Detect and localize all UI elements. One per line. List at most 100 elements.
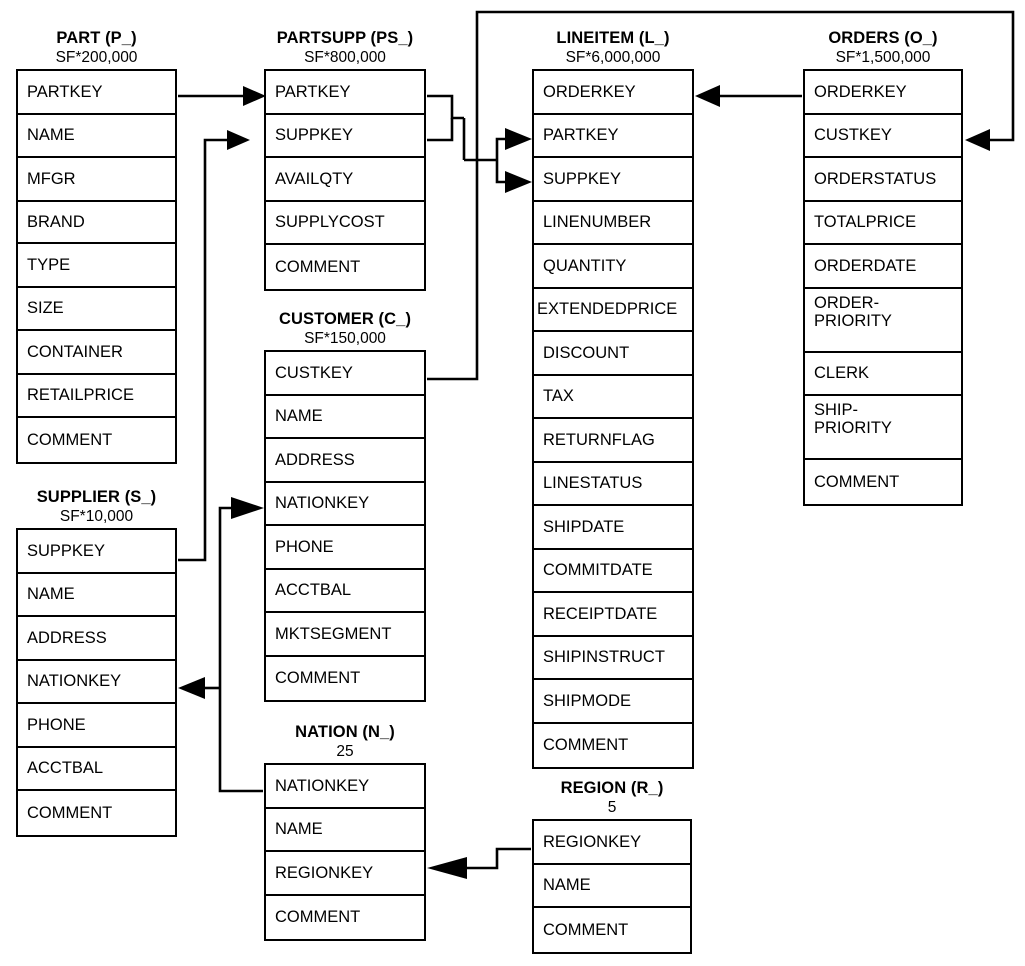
field-partsupp-supplycost[interactable]: SUPPLYCOST xyxy=(266,202,424,245)
field-lineitem-shipinstruct[interactable]: SHIPINSTRUCT xyxy=(534,637,692,680)
entity-lineitem-fields: ORDERKEY PARTKEY SUPPKEY LINENUMBER QUAN… xyxy=(532,69,694,769)
field-orders-ship-priority-line2: PRIORITY xyxy=(814,419,892,438)
entity-partsupp-fields: PARTKEY SUPPKEY AVAILQTY SUPPLYCOST COMM… xyxy=(264,69,426,291)
field-lineitem-shipdate[interactable]: SHIPDATE xyxy=(534,506,692,550)
field-region-regionkey[interactable]: REGIONKEY xyxy=(534,821,690,865)
entity-region-cardinality: 5 xyxy=(607,798,617,816)
field-nation-comment[interactable]: COMMENT xyxy=(275,908,361,927)
field-orders-comment[interactable]: COMMENT xyxy=(814,472,900,491)
field-supplier-address[interactable]: ADDRESS xyxy=(18,617,175,661)
field-lineitem-discount[interactable]: DISCOUNT xyxy=(534,332,692,376)
field-lineitem-partkey[interactable]: PARTKEY xyxy=(534,115,692,158)
field-partsupp-comment[interactable]: COMMENT xyxy=(275,257,361,276)
field-orders-order-priority-line1: ORDER- xyxy=(814,293,880,312)
field-lineitem-extendedprice[interactable]: EXTENDEDPRICE xyxy=(534,289,692,332)
entity-part-fields: PARTKEY NAME MFGR BRAND TYPE SIZE CONTAI… xyxy=(16,69,177,464)
field-nation-regionkey[interactable]: REGIONKEY xyxy=(266,852,424,896)
field-orders-ship-priority-line1: SHIP- xyxy=(814,401,859,419)
field-partsupp-partkey[interactable]: PARTKEY xyxy=(266,71,424,115)
field-part-partkey[interactable]: PARTKEY xyxy=(18,71,175,115)
field-customer-name[interactable]: NAME xyxy=(266,396,424,439)
field-nation-nationkey[interactable]: NATIONKEY xyxy=(266,765,424,809)
entity-lineitem-title: LINEITEM (L_) xyxy=(556,29,670,47)
field-orders-orderstatus[interactable]: ORDERSTATUS xyxy=(805,158,961,202)
field-customer-address[interactable]: ADDRESS xyxy=(266,439,424,483)
field-customer-nationkey[interactable]: NATIONKEY xyxy=(266,483,424,526)
field-lineitem-shipmode[interactable]: SHIPMODE xyxy=(534,680,692,724)
entity-region-fields: REGIONKEY NAME COMMENT xyxy=(532,819,692,954)
field-region-comment[interactable]: COMMENT xyxy=(543,920,629,939)
entity-part-title: PART (P_) xyxy=(56,29,137,47)
field-customer-acctbal[interactable]: ACCTBAL xyxy=(266,570,424,613)
field-part-retailprice[interactable]: RETAILPRICE xyxy=(18,375,175,418)
field-customer-mktsegment[interactable]: MKTSEGMENT xyxy=(266,613,424,657)
field-orders-clerk[interactable]: CLERK xyxy=(805,353,961,396)
entity-partsupp-caption: PARTSUPP (PS_) SF*800,000 xyxy=(264,30,426,65)
field-supplier-acctbal[interactable]: ACCTBAL xyxy=(18,748,175,791)
field-part-container[interactable]: CONTAINER xyxy=(18,331,175,375)
field-nation-name[interactable]: NAME xyxy=(266,809,424,852)
connector-region-to-nation xyxy=(427,847,531,879)
field-part-size[interactable]: SIZE xyxy=(18,288,175,331)
entity-customer-fields: CUSTKEY NAME ADDRESS NATIONKEY PHONE ACC… xyxy=(264,350,426,702)
connector-supplier-to-partsupp xyxy=(178,130,250,562)
entity-orders-cardinality: SF*1,500,000 xyxy=(835,48,931,66)
connector-orders-to-lineitem xyxy=(695,85,802,107)
field-part-type[interactable]: TYPE xyxy=(18,244,175,288)
entity-partsupp-cardinality: SF*800,000 xyxy=(304,48,386,66)
connector-nation-to-customer-supplier xyxy=(178,497,264,793)
field-part-comment[interactable]: COMMENT xyxy=(27,430,113,449)
field-customer-phone[interactable]: PHONE xyxy=(266,526,424,570)
field-orders-order-priority-line2: PRIORITY xyxy=(814,311,892,330)
field-lineitem-suppkey[interactable]: SUPPKEY xyxy=(534,158,692,202)
field-lineitem-returnflag[interactable]: RETURNFLAG xyxy=(534,419,692,463)
entity-part-cardinality: SF*200,000 xyxy=(55,48,138,66)
entity-partsupp-title: PARTSUPP (PS_) xyxy=(276,29,414,47)
field-lineitem-linenumber[interactable]: LINENUMBER xyxy=(534,202,692,245)
connector-part-to-partsupp xyxy=(178,86,266,106)
entity-nation-fields: NATIONKEY NAME REGIONKEY COMMENT xyxy=(264,763,426,941)
field-supplier-name[interactable]: NAME xyxy=(18,574,175,617)
field-customer-custkey[interactable]: CUSTKEY xyxy=(266,352,424,396)
field-customer-comment[interactable]: COMMENT xyxy=(275,669,361,688)
field-part-mfgr[interactable]: MFGR xyxy=(18,158,175,202)
field-lineitem-quantity[interactable]: QUANTITY xyxy=(534,245,692,289)
field-orders-custkey[interactable]: CUSTKEY xyxy=(805,115,961,158)
field-partsupp-suppkey[interactable]: SUPPKEY xyxy=(266,115,424,158)
entity-customer-caption: CUSTOMER (C_) SF*150,000 xyxy=(264,311,426,346)
field-lineitem-orderkey[interactable]: ORDERKEY xyxy=(534,71,692,115)
entity-region-caption: REGION (R_) 5 xyxy=(532,780,692,815)
entity-lineitem: LINEITEM (L_) SF*6,000,000 ORDERKEY PART… xyxy=(532,30,694,769)
field-lineitem-linestatus[interactable]: LINESTATUS xyxy=(534,463,692,506)
entity-region: REGION (R_) 5 REGIONKEY NAME COMMENT xyxy=(532,780,692,954)
field-lineitem-receiptdate[interactable]: RECEIPTDATE xyxy=(534,593,692,637)
field-supplier-suppkey[interactable]: SUPPKEY xyxy=(18,530,175,574)
entity-lineitem-cardinality: SF*6,000,000 xyxy=(565,48,661,66)
field-part-brand[interactable]: BRAND xyxy=(18,202,175,244)
entity-orders-title: ORDERS (O_) xyxy=(828,29,938,47)
field-orders-totalprice[interactable]: TOTALPRICE xyxy=(805,202,961,245)
field-supplier-comment[interactable]: COMMENT xyxy=(27,803,113,822)
field-part-name[interactable]: NAME xyxy=(18,115,175,158)
entity-region-title: REGION (R_) xyxy=(560,779,664,797)
entity-nation-cardinality: 25 xyxy=(336,742,354,760)
field-lineitem-tax[interactable]: TAX xyxy=(534,376,692,419)
field-supplier-nationkey[interactable]: NATIONKEY xyxy=(18,661,175,704)
entity-supplier-cardinality: SF*10,000 xyxy=(59,507,134,525)
field-region-name[interactable]: NAME xyxy=(534,865,690,908)
field-lineitem-comment[interactable]: COMMENT xyxy=(543,736,629,755)
entity-customer-title: CUSTOMER (C_) xyxy=(278,310,412,328)
field-orders-orderdate[interactable]: ORDERDATE xyxy=(805,245,961,289)
field-orders-ship-priority[interactable]: SHIP- PRIORITY xyxy=(805,396,961,460)
entity-nation: NATION (N_) 25 NATIONKEY NAME REGIONKEY … xyxy=(264,724,426,941)
field-partsupp-availqty[interactable]: AVAILQTY xyxy=(266,158,424,202)
field-orders-orderkey[interactable]: ORDERKEY xyxy=(805,71,961,115)
entity-partsupp: PARTSUPP (PS_) SF*800,000 PARTKEY SUPPKE… xyxy=(264,30,426,291)
field-orders-order-priority[interactable]: ORDER- PRIORITY xyxy=(805,289,961,353)
field-supplier-phone[interactable]: PHONE xyxy=(18,704,175,748)
entity-customer-cardinality: SF*150,000 xyxy=(304,329,386,347)
field-lineitem-commitdate[interactable]: COMMITDATE xyxy=(534,550,692,593)
entity-lineitem-caption: LINEITEM (L_) SF*6,000,000 xyxy=(532,30,694,65)
entity-orders-caption: ORDERS (O_) SF*1,500,000 xyxy=(803,30,963,65)
entity-part-caption: PART (P_) SF*200,000 xyxy=(16,30,177,65)
